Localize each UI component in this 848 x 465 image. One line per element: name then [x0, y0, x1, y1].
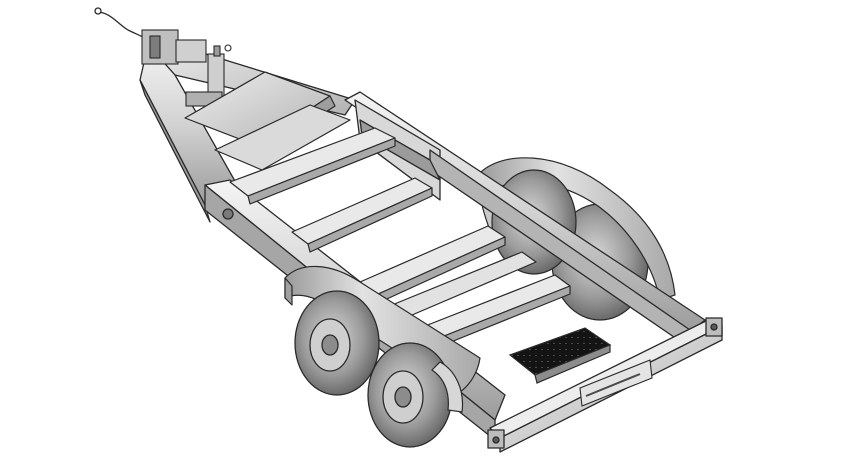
- far-side-rail: [344, 91, 706, 349]
- wiring-cable: [94, 7, 149, 41]
- near-fender-rear-cap: [431, 361, 464, 413]
- near-tire-rear: [367, 342, 453, 448]
- license-plate-bracket: [579, 359, 653, 407]
- coupler-jack-assembly: [141, 29, 232, 109]
- front-crossmembers: [184, 71, 351, 171]
- near-tire-front: [294, 290, 380, 396]
- rear-step-tread-plate: [508, 327, 612, 384]
